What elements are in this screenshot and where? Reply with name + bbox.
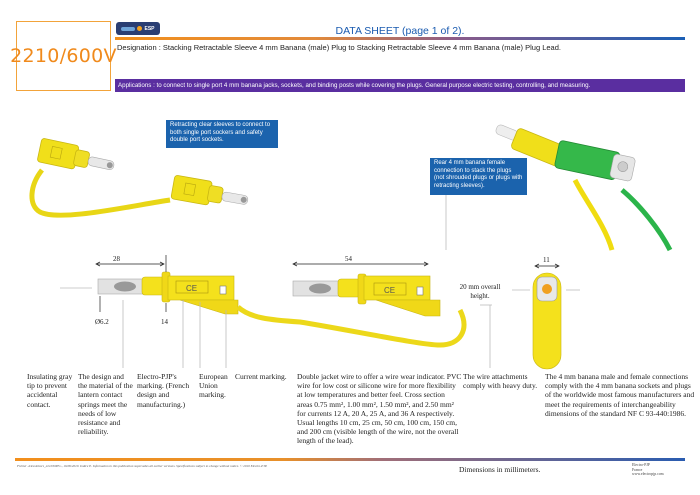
drawing-plug-left: CE: [97, 271, 239, 315]
svg-text:CE: CE: [186, 284, 197, 293]
drawing-cable: [236, 305, 467, 348]
desc-wire-attachments: The wire attachments comply with heavy d…: [463, 372, 538, 391]
title-divider: [115, 37, 685, 40]
dim-overall-height: 20 mm overall height.: [459, 283, 501, 300]
dim-plug-overall-length: 54: [345, 255, 352, 263]
footer-country: France: [632, 467, 643, 472]
callout-retracting-sleeves: Retracting clear sleeves to connect to b…: [166, 120, 278, 148]
desc-lantern-springs: The design and the material of the lante…: [78, 372, 133, 437]
page-title: DATA SHEET (page 1 of 2).: [335, 25, 465, 37]
desc-double-jacket-wire: Double jacket wire to offer a wire wear …: [297, 372, 462, 446]
logo-pill-icon: [121, 26, 136, 31]
footer-address: Electro-PJP France www.electropjp.com: [632, 463, 664, 477]
footer-divider: [15, 458, 685, 461]
lead-cable-top: [29, 168, 171, 218]
stacked-green-plug: [554, 140, 636, 182]
drawing-end-view: [532, 272, 562, 370]
brand-logo: ESP: [116, 22, 160, 35]
logo-dot-icon: [137, 26, 143, 31]
dim-end-width: 11: [543, 256, 550, 264]
model-number-box: 2210/600V: [10, 21, 117, 91]
applications-bar: Applications : to connect to single port…: [115, 79, 685, 92]
yellow-cable-right: [572, 178, 615, 251]
model-number: 2210/600V: [10, 45, 117, 67]
applications-text: Applications : to connect to single port…: [118, 82, 591, 89]
footer-legal-text: Fichier «Dessinbors_2210/600V», 16/06/20…: [17, 464, 268, 468]
plug-top-left: [37, 138, 115, 170]
dim-body-width: 14: [161, 318, 168, 326]
desc-current-marking: Current marking.: [235, 372, 287, 381]
footer-company: Electro-PJP: [632, 463, 650, 467]
desc-pjp-marking: Electro-PJP's marking. (French design an…: [137, 372, 190, 409]
desc-banana-compliance: The 4 mm banana male and female connecti…: [545, 372, 695, 418]
dim-plug-tip-length: 28: [113, 255, 120, 263]
desc-insulating-tip: Insulating gray tip to prevent accidenta…: [27, 372, 73, 409]
dimension-lines: [95, 255, 560, 312]
drawing-plug-right: CE: [292, 273, 441, 317]
svg-text:CE: CE: [384, 286, 395, 295]
dim-tip-diameter: Ø6.2: [95, 318, 109, 326]
designation-text: Designation : Stacking Retractable Sleev…: [117, 43, 561, 52]
logo-text: ESP: [144, 25, 155, 32]
footer-dimensions-note: Dimensions in millimeters.: [459, 465, 541, 474]
callout-rear-connection: Rear 4 mm banana female connection to st…: [430, 158, 527, 195]
desc-eu-marking: European Union marking.: [199, 372, 228, 400]
plug-top-middle: [170, 175, 249, 206]
green-cable-right: [620, 188, 673, 252]
leader-lines: [60, 195, 580, 368]
footer-website[interactable]: www.electropjp.com: [632, 472, 664, 477]
